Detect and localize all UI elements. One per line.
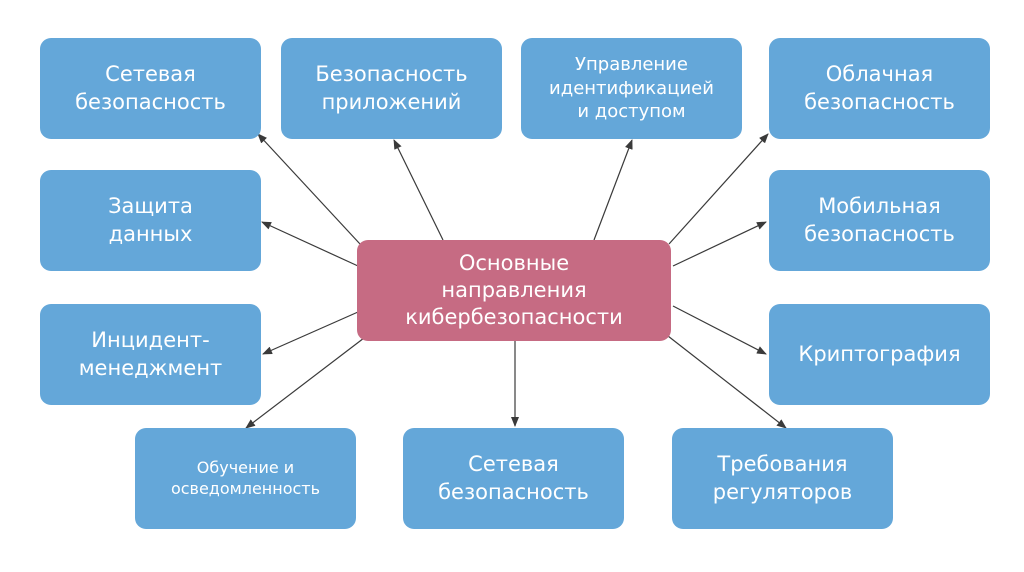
arrow-to-cryptography bbox=[672, 305, 767, 355]
arrow-to-training-awareness bbox=[245, 337, 365, 429]
arrow-to-regulatory-requirements bbox=[667, 335, 787, 429]
arrow-to-incident-management bbox=[262, 311, 359, 355]
arrow-to-mobile-security bbox=[672, 221, 767, 267]
node-mobile-security: Мобильная безопасность bbox=[769, 170, 990, 271]
arrow-to-network-security-top bbox=[257, 133, 361, 245]
node-data-protection: Защита данных bbox=[40, 170, 261, 271]
node-iam: Управление идентификацией и доступом bbox=[521, 38, 742, 139]
node-cryptography: Криптография bbox=[769, 304, 990, 405]
node-app-security: Безопасность приложений bbox=[281, 38, 502, 139]
node-cloud-security: Облачная безопасность bbox=[769, 38, 990, 139]
arrow-to-cloud-security bbox=[668, 133, 769, 245]
arrow-to-data-protection bbox=[261, 221, 359, 267]
node-regulatory-requirements: Требования регуляторов bbox=[672, 428, 893, 529]
arrow-to-app-security bbox=[393, 139, 444, 241]
arrow-to-iam bbox=[593, 139, 633, 241]
node-network-security-bottom: Сетевая безопасность bbox=[403, 428, 624, 529]
node-network-security-top: Сетевая безопасность bbox=[40, 38, 261, 139]
center-node-cybersecurity-directions: Основные направления кибербезопасности bbox=[357, 240, 671, 341]
node-training-awareness: Обучение и осведомленность bbox=[135, 428, 356, 529]
node-incident-management: Инцидент- менеджмент bbox=[40, 304, 261, 405]
